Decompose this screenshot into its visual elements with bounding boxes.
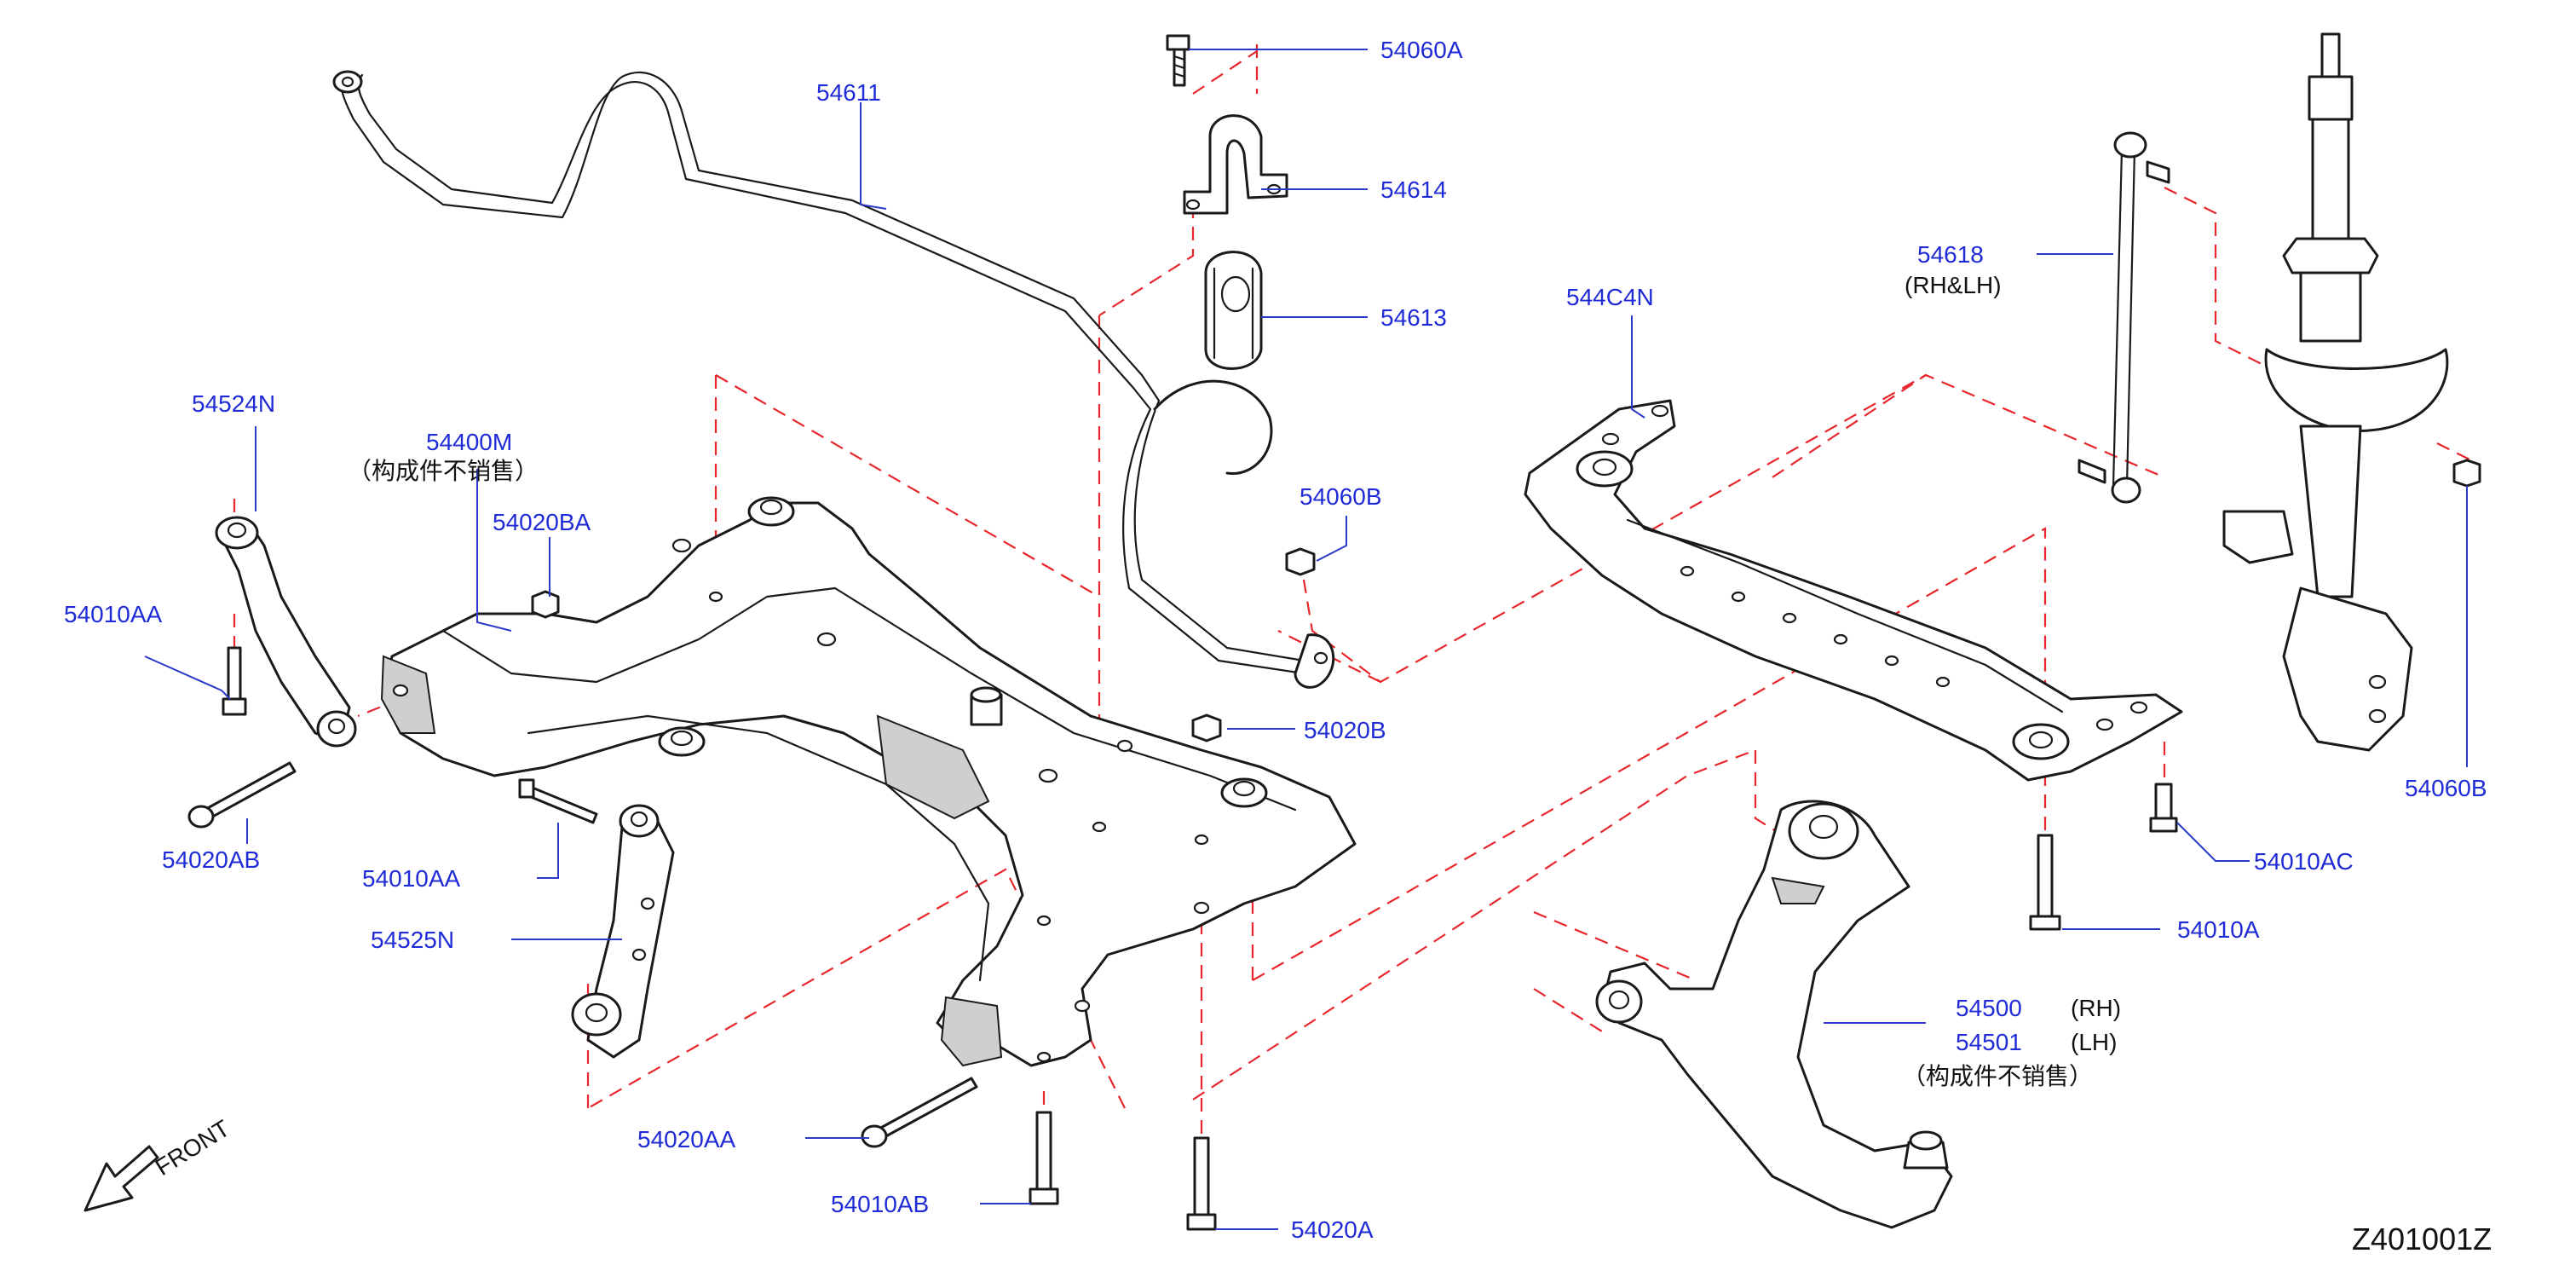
label-54400M: 54400M xyxy=(426,429,512,455)
stabilizer-connecting-rod xyxy=(2078,131,2170,504)
fasteners xyxy=(187,459,2481,1231)
front-direction-arrow: FRONT xyxy=(84,1115,234,1212)
stabilizer-bar xyxy=(332,70,1335,689)
front-cross-brace xyxy=(1524,399,2183,782)
label-54020AA: 54020AA xyxy=(637,1126,736,1152)
label-54020AB: 54020AB xyxy=(162,846,260,873)
leader-lines xyxy=(144,49,2468,1230)
label-54400M-note: （构成件不销售） xyxy=(348,458,539,484)
label-54010AA-left: 54010AA xyxy=(64,601,163,627)
label-54020A: 54020A xyxy=(1291,1216,1374,1243)
stabilizer-clamp-and-bushing xyxy=(1166,34,1288,370)
label-54525N: 54525N xyxy=(371,927,454,953)
label-54618-note: (RH&LH) xyxy=(1905,272,2002,298)
label-54613: 54613 xyxy=(1380,304,1447,331)
label-54010A: 54010A xyxy=(2177,916,2260,943)
label-54500-side: (RH) xyxy=(2071,995,2121,1021)
label-54611: 54611 xyxy=(816,79,881,106)
strut-assembly xyxy=(2222,32,2481,752)
label-54618: 54618 xyxy=(1917,241,1984,268)
label-54524N: 54524N xyxy=(192,390,275,417)
label-54060B-mid: 54060B xyxy=(1300,483,1382,510)
transverse-link xyxy=(1595,800,1953,1229)
label-54501: 54501 xyxy=(1956,1029,2022,1055)
label-54060A: 54060A xyxy=(1380,37,1463,63)
label-54500: 54500 xyxy=(1956,995,2022,1021)
assembly-guide-lines xyxy=(233,44,2472,1142)
label-54020B: 54020B xyxy=(1304,717,1386,743)
part-labels: 54060A 54611 54614 54613 544C4N 54618 (R… xyxy=(64,37,2492,1256)
label-54501-side: (LH) xyxy=(2071,1029,2117,1055)
label-54614: 54614 xyxy=(1380,176,1447,203)
diagram-code: Z401001Z xyxy=(2352,1222,2492,1256)
label-544C4N: 544C4N xyxy=(1566,284,1654,310)
label-54500-note: （构成件不销售） xyxy=(1902,1063,2093,1089)
label-54060B-right: 54060B xyxy=(2405,775,2487,801)
label-54010AA-mid: 54010AA xyxy=(362,865,461,892)
label-54020BA: 54020BA xyxy=(493,509,591,535)
front-label: FRONT xyxy=(151,1115,234,1181)
link-arms xyxy=(215,516,675,1059)
front-suspension-member xyxy=(380,496,1357,1067)
label-54010AC: 54010AC xyxy=(2254,848,2354,875)
label-54010AB: 54010AB xyxy=(831,1191,929,1217)
